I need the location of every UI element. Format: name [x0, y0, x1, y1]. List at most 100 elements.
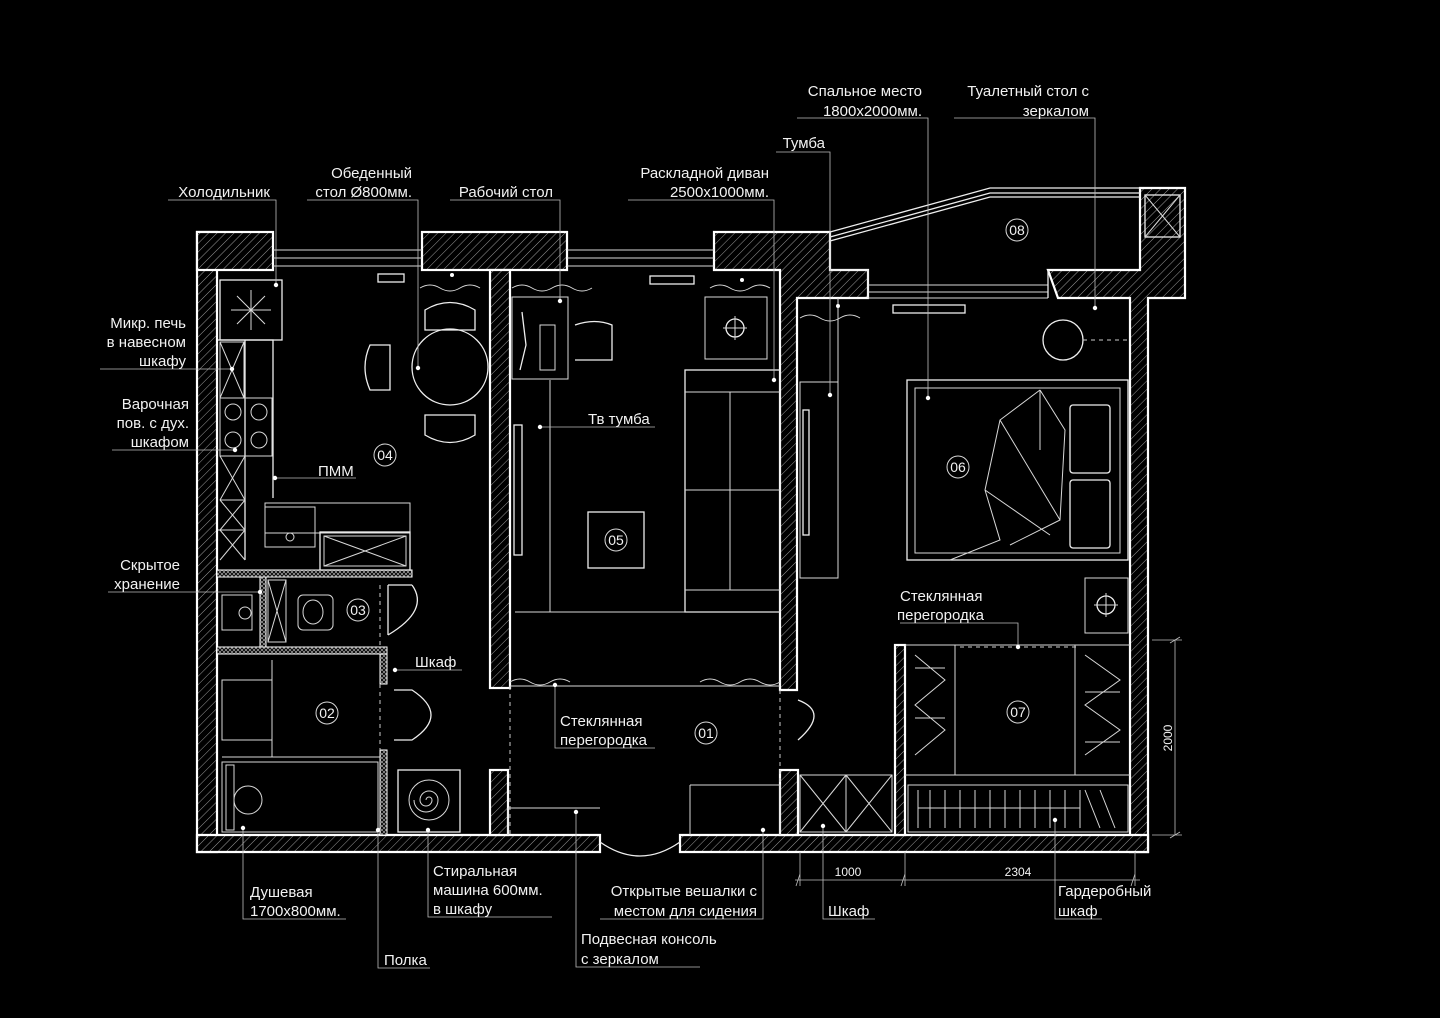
label-washer-3: в шкафу	[433, 901, 493, 918]
leader-lines-part	[273, 282, 279, 288]
label-shelf: Полка	[384, 952, 427, 969]
dimension-2000: 2000	[1161, 724, 1175, 751]
leader-lines-part	[552, 682, 558, 688]
bedroom-furniture-part	[914, 387, 1121, 554]
leader-lines-part	[307, 199, 419, 368]
room-01-part	[694, 721, 718, 745]
leader-lines-part	[415, 365, 421, 371]
ottoman	[587, 511, 645, 569]
walls-part	[488, 768, 510, 837]
label-hidden-storage: Скрытое	[120, 557, 180, 574]
label-hangers: Открытые вешалки с	[611, 883, 758, 900]
bedroom-furniture-part	[1094, 593, 1118, 617]
walls-part	[195, 833, 602, 854]
room-05-part	[604, 528, 628, 552]
label-hidden-storage-2: хранение	[114, 576, 180, 593]
work-desk	[511, 296, 569, 380]
room-02-part: 02	[319, 705, 335, 721]
leader-lines-part	[575, 812, 700, 968]
living-furniture-part	[723, 316, 747, 340]
label-vanity-2: зеркалом	[1023, 103, 1089, 120]
snowflake-icon	[231, 290, 271, 330]
room-01-part: 01	[698, 725, 714, 741]
washing-machine-part	[413, 790, 439, 813]
leader-lines-part	[427, 830, 552, 918]
bedroom-furniture-part	[949, 389, 1066, 561]
living-furniture-part	[685, 391, 780, 591]
label-console: Подвесная консоль	[581, 931, 717, 948]
bathroom-fixtures-part	[394, 689, 432, 741]
dimensions: 1000 2304 2000	[795, 636, 1182, 887]
shower-part	[233, 785, 263, 815]
toilet	[297, 594, 334, 631]
walls-part	[778, 768, 800, 837]
leader-lines-part	[1015, 644, 1021, 650]
leader-lines-part	[557, 298, 563, 304]
kitchen-furniture-part	[450, 273, 454, 277]
room-04: 04	[373, 443, 397, 467]
leader-lines-part	[827, 392, 833, 398]
leader-lines-part	[375, 827, 381, 833]
label-bedroom-glass-partition-2: перегородка	[897, 607, 985, 624]
room-02-part	[315, 701, 339, 725]
hall-furniture-part	[799, 774, 893, 833]
leader-lines-part	[229, 366, 235, 372]
bedroom-furniture-part	[1069, 479, 1111, 549]
living-furniture-part	[509, 686, 781, 835]
dimensions-part	[1152, 636, 1182, 839]
bathroom-fixtures-part	[222, 660, 380, 758]
label-hob: Варочная	[122, 396, 189, 413]
leader-lines-part	[242, 828, 346, 920]
kitchen-furniture-part	[250, 403, 268, 421]
leader-lines-part	[1054, 820, 1102, 920]
room-02: 02	[315, 701, 339, 725]
kitchen-furniture-part	[424, 414, 476, 444]
walls-part	[195, 230, 275, 272]
label-nightstand: Тумба	[783, 135, 826, 152]
shower	[221, 761, 379, 833]
label-microwave-2: в навесном	[107, 334, 186, 351]
label-washer-2: машина 600мм.	[433, 882, 543, 899]
walls	[195, 186, 1187, 854]
bedroom-furniture-part	[1069, 404, 1111, 474]
room-03-part	[346, 598, 370, 622]
kitchen-furniture-part	[224, 403, 242, 421]
walls-part	[216, 569, 413, 578]
hall-furniture	[507, 699, 893, 857]
windows-part	[377, 273, 405, 283]
bedroom-furniture-part	[799, 381, 839, 579]
kitchen-furniture-part	[219, 397, 273, 457]
shower-part	[225, 764, 235, 831]
leader-lines-part	[925, 395, 931, 401]
leader-lines-part	[272, 475, 278, 481]
walls-part	[216, 646, 388, 655]
leader-lines-part	[377, 830, 430, 969]
label-dining-table: Обеденный	[331, 165, 412, 182]
bedroom-furniture-part	[917, 789, 1116, 829]
leader-lines-part	[392, 667, 398, 673]
room-04-part	[373, 443, 397, 467]
walls-part	[420, 230, 569, 272]
leader-lines-part	[760, 827, 766, 833]
walls-part	[712, 230, 870, 692]
balcony-08-part	[829, 187, 1140, 242]
leader-lines-part	[425, 827, 431, 833]
label-glass-partition-2: перегородка	[560, 732, 648, 749]
kitchen-furniture-part	[264, 506, 316, 548]
balcony-08	[829, 187, 1181, 298]
label-bedroom-closet: Шкаф	[828, 903, 869, 920]
room-03: 03	[346, 598, 370, 622]
bathroom-fixtures-part	[267, 579, 287, 643]
room-08: 08	[1005, 218, 1029, 242]
leader-lines-part	[797, 117, 929, 398]
sink	[221, 679, 273, 741]
leader-lines	[100, 117, 1102, 969]
leader-lines-part	[257, 589, 263, 595]
living-furniture-part	[515, 380, 780, 613]
living-furniture-part	[574, 320, 613, 361]
leader-lines-part	[954, 117, 1096, 308]
bedroom-furniture-part	[802, 409, 810, 536]
walls-part	[893, 643, 907, 837]
bedroom-furniture	[799, 298, 1130, 833]
bathroom-fixtures-part	[238, 606, 252, 620]
